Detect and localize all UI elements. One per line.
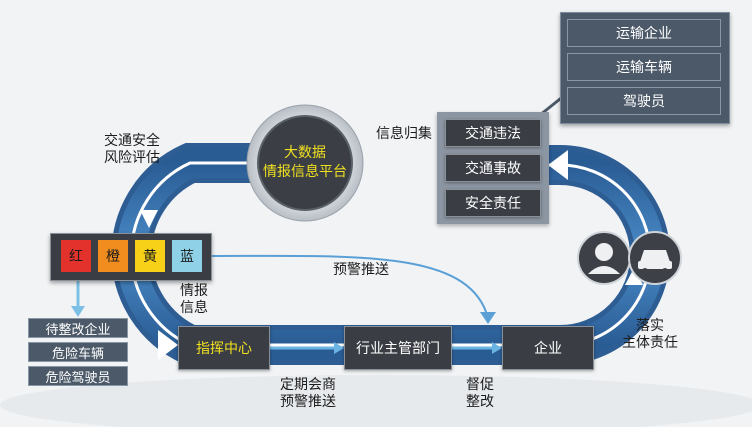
level-blue: 蓝 <box>172 240 202 272</box>
enterprise-info-item: 运输车辆 <box>567 53 721 81</box>
level-orange: 橙 <box>98 240 128 272</box>
violation-item: 安全责任 <box>445 189 541 217</box>
loop-arrow-left <box>140 210 158 228</box>
level-red: 红 <box>61 240 91 272</box>
label-supervise-line2: 整改 <box>466 394 494 410</box>
label-risk-line2: 风险评估 <box>104 150 160 166</box>
label-implement-line2: 主体责任 <box>622 335 678 351</box>
violation-item: 交通事故 <box>445 154 541 182</box>
command-center-box: 指挥中心 <box>178 326 270 370</box>
department-box: 行业主管部门 <box>344 326 452 370</box>
label-intel-info: 情报 信息 <box>174 283 214 317</box>
output-item: 危险驾驶员 <box>28 366 128 386</box>
car-icon-base <box>638 261 672 269</box>
enterprise-info-item: 运输企业 <box>567 19 721 47</box>
hub-core <box>257 115 353 211</box>
label-risk-assessment: 交通安全 风险评估 <box>84 133 180 167</box>
loop-arrow-top-right <box>548 150 568 180</box>
label-supervise: 督促 整改 <box>452 377 508 411</box>
car-icon-body <box>640 250 670 262</box>
label-supervise-line1: 督促 <box>466 377 494 393</box>
label-risk-line1: 交通安全 <box>104 133 160 149</box>
levels-down-arrowhead <box>71 306 85 317</box>
level-yellow: 黄 <box>135 240 165 272</box>
car-icon-wheel-right <box>662 268 668 274</box>
enterprise-info-panel: 运输企业 运输车辆 驾驶员 <box>560 12 730 124</box>
output-item: 待整改企业 <box>28 318 128 338</box>
violation-item: 交通违法 <box>445 119 541 147</box>
company-box: 企业 <box>502 326 594 370</box>
hub-platform: 大数据 情报信息平台 <box>262 138 348 188</box>
flow-arrow-2-head <box>492 342 502 354</box>
label-implement: 落实 主体责任 <box>608 318 692 352</box>
loop-arrow-right <box>625 268 643 285</box>
warning-curve-arrowhead <box>480 312 496 324</box>
label-meeting-line2: 预警推送 <box>280 394 336 410</box>
label-meeting-line1: 定期会商 <box>280 377 336 393</box>
label-warning-push: 预警推送 <box>333 262 389 278</box>
label-intel-line1: 情报 <box>180 283 208 299</box>
driver-icon-body <box>588 266 620 274</box>
driver-icon-head <box>595 243 613 261</box>
label-info-collect: 信息归集 <box>376 126 432 142</box>
floor-shadow <box>0 375 752 427</box>
output-item: 危险车辆 <box>28 342 128 362</box>
warning-curve <box>211 254 489 319</box>
label-implement-line1: 落实 <box>636 318 664 334</box>
hub-line1: 大数据 <box>284 145 326 161</box>
label-meeting: 定期会商 预警推送 <box>268 377 348 411</box>
label-intel-line2: 信息 <box>180 300 208 316</box>
violations-panel: 交通违法 交通事故 安全责任 <box>437 112 549 224</box>
flow-arrow-1-head <box>334 342 344 354</box>
enterprise-info-item: 驾驶员 <box>567 87 721 115</box>
hub-line2: 情报信息平台 <box>263 164 347 180</box>
car-icon-wheel-left <box>642 268 648 274</box>
loop-arrow-bottom-left <box>158 330 178 360</box>
